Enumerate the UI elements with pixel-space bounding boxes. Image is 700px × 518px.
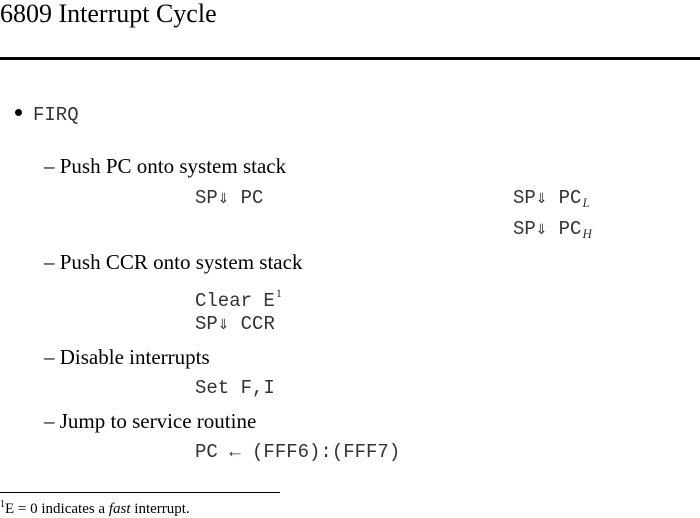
subscript-l: L (582, 195, 590, 210)
code-text: SP⇓ PC (513, 218, 582, 240)
title-divider (0, 57, 700, 60)
subscript-h: H (582, 226, 592, 241)
code-line-set-fi: Set F,I (195, 377, 275, 399)
footnote-reference: 1 (275, 286, 282, 300)
bullet-icon (15, 109, 22, 116)
code-line-clear-e: Clear E1 (195, 282, 282, 312)
code-text: SP⇓ PC (513, 187, 582, 209)
step-heading-push-pc: – Push PC onto system stack (44, 154, 287, 178)
step-heading-jump-service-routine: – Jump to service routine (44, 409, 257, 433)
step-heading-disable-interrupts: – Disable interrupts (44, 345, 210, 369)
footnote: 1E = 0 indicates a fast interrupt. (0, 496, 190, 518)
footnote-divider (0, 492, 280, 493)
code-line-pc-vector: PC ← (FFF6):(FFF7) (195, 441, 401, 463)
code-line-sp-ccr: SP⇓ CCR (195, 313, 275, 335)
page-title: 6809 Interrupt Cycle (0, 0, 217, 28)
code-line-sp-pc-high: SP⇓ PCH (513, 218, 592, 245)
code-line-sp-pc: SP⇓ PC (195, 187, 264, 209)
footnote-text-before: E = 0 indicates a (5, 501, 109, 517)
footnote-marker: 1 (0, 499, 5, 510)
bullet-label-firq: FIRQ (33, 104, 79, 126)
footnote-text-after: interrupt. (130, 501, 190, 517)
code-line-sp-pc-low: SP⇓ PCL (513, 187, 590, 214)
code-text: Clear E (195, 290, 275, 312)
footnote-emphasis: fast (108, 501, 131, 517)
step-heading-push-ccr: – Push CCR onto system stack (44, 250, 303, 274)
